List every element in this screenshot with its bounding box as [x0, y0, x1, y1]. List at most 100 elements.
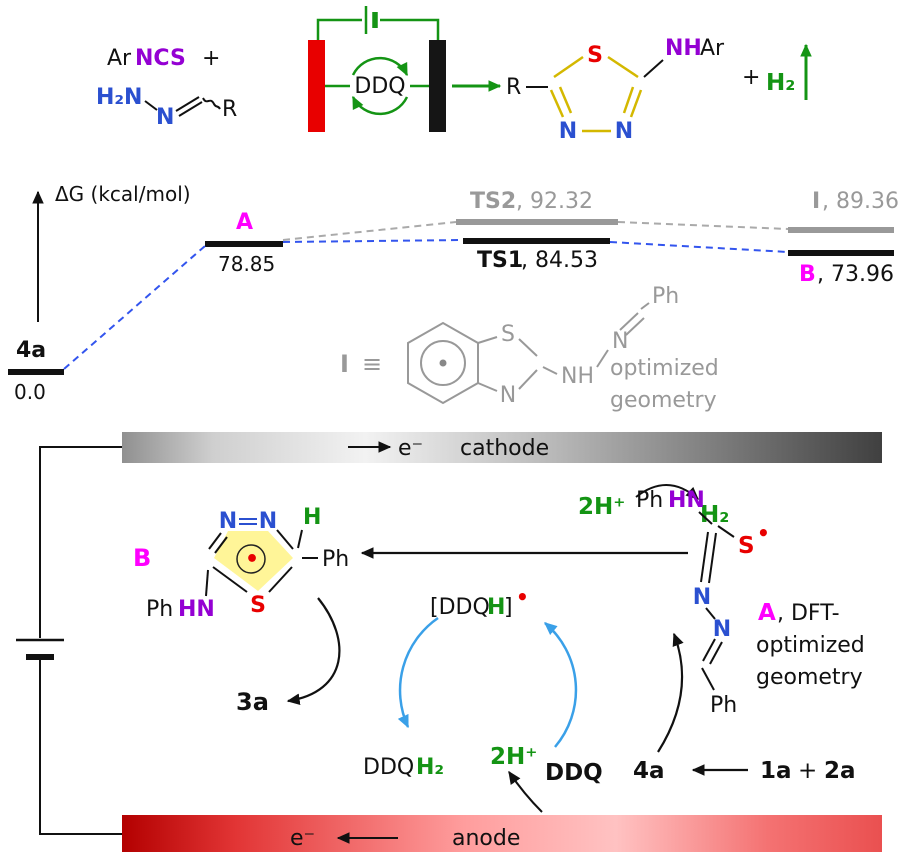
ddq-recycle-icon: [325, 56, 429, 116]
species-b-label: B: [133, 544, 151, 572]
level-A-value: 78.85: [218, 252, 275, 276]
cathode-electron-label: e⁻: [398, 436, 423, 461]
equiv-sign: ≡: [362, 350, 382, 378]
level-TS2-value: , 92.32: [516, 189, 593, 214]
ring-highlight: [214, 531, 293, 591]
intermediate-n: N: [500, 383, 516, 408]
thiadiazole-ring-bonds: [549, 55, 643, 133]
species-b-ph-left: Ph: [146, 597, 173, 622]
anode-electron-label: e⁻: [290, 826, 315, 851]
level-I-value: , 89.36: [822, 189, 899, 214]
product-structure: R S N N NH Ar + H₂: [506, 36, 812, 144]
ring-radical-dot: [439, 359, 447, 367]
species-b-bonds: [205, 518, 318, 597]
level-4a-value: 0.0: [14, 380, 46, 404]
energy-connectors: [63, 221, 789, 370]
species-b-hn: HN: [178, 597, 215, 622]
intermediate-label: I: [340, 350, 349, 378]
species-b-n-left: N: [219, 509, 237, 534]
intermediate-s: S: [501, 322, 515, 347]
ddqh-radical-dot: •: [516, 585, 529, 609]
species-b-ph-right: Ph: [322, 547, 349, 572]
ddqh2-main: DDQ: [363, 755, 414, 780]
reaction-scheme: Ar NCS + H₂N N R DDQ R: [96, 6, 812, 144]
level-TS1-value: , 84.53: [521, 248, 598, 273]
ddqh-bracket-right: ]: [504, 595, 513, 620]
ddqh-bracket-left: [DDQ: [430, 595, 490, 620]
wire-top: [39, 446, 122, 638]
species-a-hn: HN: [668, 488, 705, 513]
ddqh-h: H: [487, 595, 505, 620]
radical-circle: [236, 544, 266, 574]
product-3a-label: 3a: [236, 688, 269, 716]
product-r: R: [506, 75, 521, 100]
red-anode-electrode: [308, 40, 325, 132]
species-b-h: H: [303, 505, 321, 530]
two-h-plus-anode: 2H⁺: [490, 744, 537, 770]
battery-circuit: [316, 6, 440, 42]
4a-to-a-arrow: [657, 632, 684, 753]
species-b-structure: B • N N H Ph S Ph HN: [133, 505, 349, 622]
product-nh: NH: [665, 36, 702, 61]
species-a-caption-2: optimized: [756, 633, 865, 658]
species-a-label: A: [758, 600, 776, 626]
species-b-n-right: N: [259, 509, 277, 534]
ddq-label: DDQ: [354, 74, 405, 99]
axis-label: ΔG (kcal/mol): [55, 182, 191, 206]
benzothiazole-bonds: [407, 302, 650, 405]
intermediate-nh: NH: [561, 364, 594, 389]
species-a-s: S: [738, 533, 755, 559]
reactant-ncs: NCS: [135, 46, 186, 71]
hydrazone-bonds: [144, 96, 221, 117]
intermediate-caption-1: optimized: [610, 356, 719, 381]
h2-evolution-arrow: [635, 484, 699, 500]
species-a-ph2: Ph: [710, 693, 737, 718]
cycle-arc-left: [397, 616, 439, 729]
anode-label: anode: [452, 826, 520, 851]
cathode-bar: [122, 432, 882, 463]
level-4a-label: 4a: [16, 338, 46, 363]
level-I-label: I: [812, 189, 820, 214]
species-a-ph: Ph: [636, 488, 663, 513]
hydrazone-r: R: [222, 97, 237, 122]
level-TS2-label: TS2: [470, 189, 516, 214]
h2-product-label: H₂: [700, 502, 729, 528]
level-B-value: , 73.96: [817, 262, 894, 287]
species-b-s: S: [250, 593, 266, 618]
species-4a-label: 4a: [633, 758, 665, 784]
mechanism-diagram: e⁻ cathode 2H⁺ H₂ B • N N: [16, 432, 882, 852]
black-cathode-electrode: [429, 40, 446, 132]
species-a-dft: , DFT-: [777, 601, 840, 626]
species-a-structure: Ph HN S • N N Ph A , DFT- optimized geom…: [636, 488, 865, 718]
cycle-arc-right: [544, 622, 578, 748]
hydrazone-h2n: H₂N: [96, 85, 142, 110]
anode-to-hplus-arrow: [508, 770, 543, 813]
species-a-caption-3: geometry: [756, 665, 863, 690]
product-h2: H₂: [766, 70, 795, 96]
species-b-radical-dot: •: [245, 547, 259, 572]
plus-sign-3: +: [798, 758, 817, 784]
species-a-bonds: [698, 511, 735, 691]
product-s: S: [587, 43, 603, 68]
product-n4: N: [559, 119, 577, 144]
intermediate-ph: Ph: [652, 284, 679, 309]
ddq-label-cycle: DDQ: [545, 760, 603, 786]
species-a-radical-dot: •: [757, 521, 770, 545]
reagent-1a-label: 1a: [760, 758, 792, 784]
product-ar: Ar: [700, 36, 725, 61]
reagent-2a-label: 2a: [824, 758, 856, 784]
wire-bottom: [39, 658, 122, 835]
level-TS1-label: TS1: [477, 248, 523, 273]
intermediate-n2: N: [612, 329, 628, 354]
product-n3: N: [615, 119, 633, 144]
species-a-n1: N: [693, 585, 711, 610]
intermediate-caption-2: geometry: [610, 388, 717, 413]
level-A-label: A: [236, 210, 253, 235]
ddqh2-sub: H₂: [416, 755, 444, 780]
species-a-n2: N: [713, 617, 731, 642]
plus-sign-1: +: [202, 46, 220, 71]
cathode-label: cathode: [460, 436, 549, 461]
level-B-label: B: [799, 262, 816, 287]
two-h-plus-cathode: 2H⁺: [578, 494, 625, 520]
